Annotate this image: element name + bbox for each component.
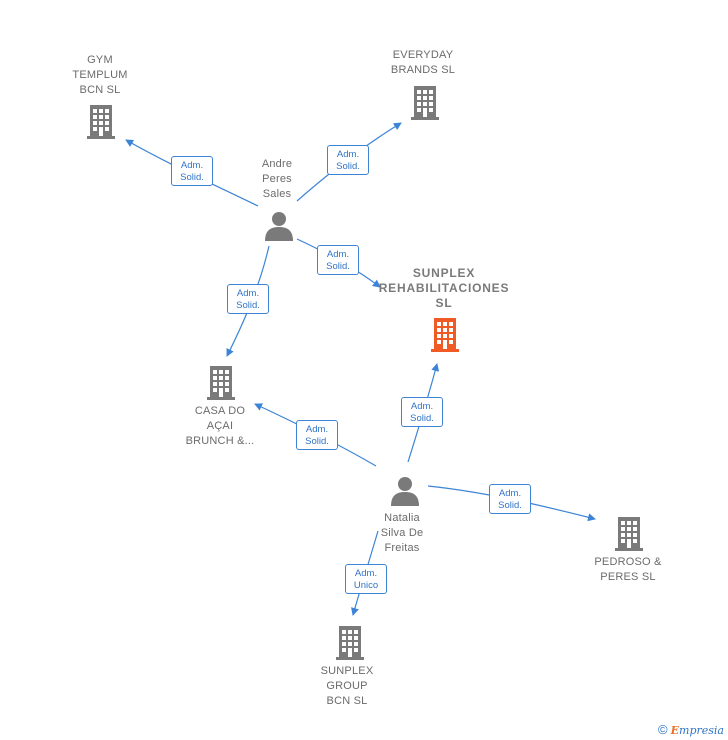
edge-label-andre-gym: Adm. Solid. <box>171 156 213 186</box>
building-icon[interactable] <box>411 86 439 120</box>
node-label-sunplex-group[interactable]: SUNPLEX GROUP BCN SL <box>320 665 374 707</box>
edge-label-andre-casa: Adm. Solid. <box>227 284 269 314</box>
node-label-natalia-silva[interactable]: Natalia Silva De Freitas <box>380 512 424 554</box>
person-icon[interactable] <box>391 477 419 506</box>
brand-rest: mpresia <box>679 724 724 737</box>
node-label-everyday-brands[interactable]: EVERYDAY BRANDS SL <box>390 49 456 76</box>
person-icon[interactable] <box>265 212 293 241</box>
building-icon[interactable] <box>87 105 115 139</box>
building-icon[interactable] <box>431 318 459 352</box>
edge-label-natalia-pedroso: Adm. Solid. <box>489 484 531 514</box>
node-label-gym-templum[interactable]: GYM TEMPLUM BCN SL <box>72 54 128 96</box>
edge-label-andre-sunplex-rehab: Adm. Solid. <box>317 245 359 275</box>
building-icon[interactable] <box>207 366 235 400</box>
node-label-casa-do-acai[interactable]: CASA DO AÇAI BRUNCH &... <box>185 405 255 447</box>
building-icon[interactable] <box>615 517 643 551</box>
empresia-credit[interactable]: ©Empresia <box>658 722 724 737</box>
building-icon[interactable] <box>336 626 364 660</box>
edge-label-natalia-sunplex-rehab: Adm. Solid. <box>401 397 443 427</box>
empresia-logo: Empresia <box>671 724 724 737</box>
node-label-andre-peres-sales[interactable]: Andre Peres Sales <box>261 158 293 200</box>
copyright-icon: © <box>658 722 668 737</box>
node-label-sunplex-rehabilitaciones[interactable]: SUNPLEX REHABILITACIONES SL <box>378 266 510 310</box>
edge-label-natalia-sunplex-group: Adm. Unico <box>345 564 387 594</box>
node-label-pedroso-peres[interactable]: PEDROSO & PERES SL <box>594 556 662 583</box>
edge-label-andre-everyday: Adm. Solid. <box>327 145 369 175</box>
brand-initial: E <box>670 724 680 737</box>
edge-label-natalia-casa: Adm. Solid. <box>296 420 338 450</box>
